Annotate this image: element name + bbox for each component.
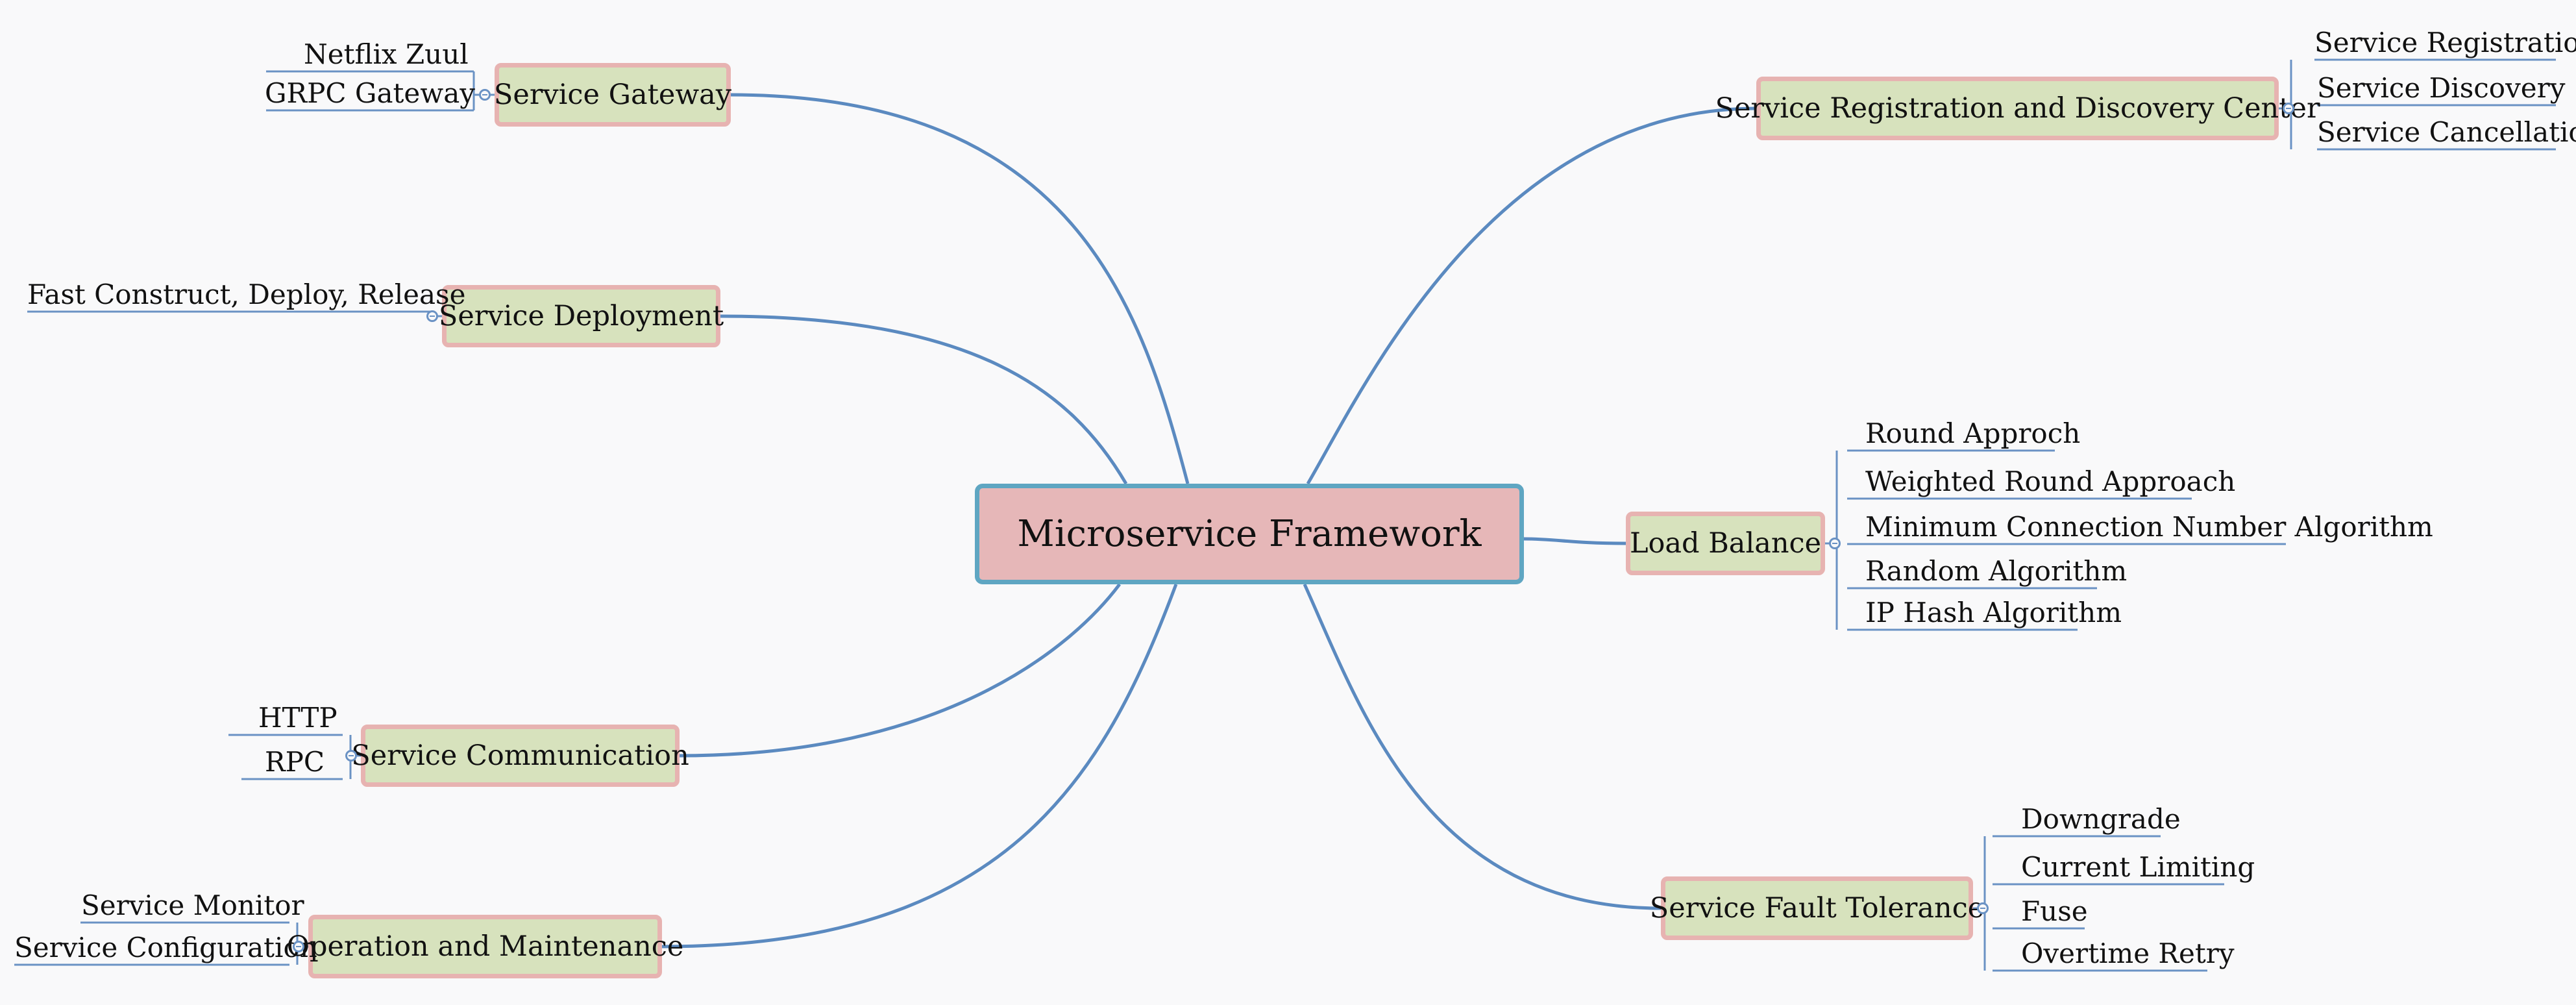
topic-gateway[interactable]: Service Gateway <box>494 63 731 127</box>
subtopic-gateway-0[interactable]: Netflix Zuul <box>304 38 469 70</box>
topic-fault-tolerance[interactable]: Service Fault Tolerance <box>1650 876 1984 940</box>
collapse-toggle-icon[interactable] <box>1829 538 1841 549</box>
collapse-toggle-icon[interactable] <box>426 310 438 322</box>
collapse-toggle-icon[interactable] <box>2283 103 2294 114</box>
connector-fault-tolerance <box>1303 583 1662 910</box>
subtopic-fault-tolerance-2[interactable]: Fuse <box>2021 895 2088 927</box>
collapse-toggle-icon[interactable] <box>345 750 357 762</box>
subtopic-communication-0[interactable]: HTTP <box>258 702 337 734</box>
subtopic-fault-tolerance-1[interactable]: Current Limiting <box>2021 851 2255 883</box>
subtopic-load-balance-1[interactable]: Weighted Round Approach <box>1865 465 2236 497</box>
subtopic-registration-1[interactable]: Service Discovery <box>2317 72 2566 104</box>
connector-registration <box>1306 106 1757 485</box>
connector-deployment <box>720 314 1128 485</box>
central-topic[interactable]: Microservice Framework <box>975 484 1524 584</box>
collapse-toggle-icon[interactable] <box>479 89 491 101</box>
subtopic-registration-2[interactable]: Service Cancellation <box>2317 116 2576 148</box>
topic-operation[interactable]: Operation and Maintenance <box>287 915 683 978</box>
connector-communication <box>679 583 1121 758</box>
collapse-toggle-icon[interactable] <box>1977 902 1989 914</box>
subtopic-operation-0[interactable]: Service Monitor <box>81 889 304 921</box>
topic-registration[interactable]: Service Registration and Discovery Cente… <box>1715 77 2320 140</box>
subtopic-communication-1[interactable]: RPC <box>265 746 325 778</box>
subtopic-fault-tolerance-0[interactable]: Downgrade <box>2021 803 2181 835</box>
connector-load-balance <box>1523 537 1626 545</box>
subtopic-load-balance-0[interactable]: Round Approch <box>1865 417 2081 449</box>
subtopic-load-balance-4[interactable]: IP Hash Algorithm <box>1865 597 2122 628</box>
subtopic-load-balance-3[interactable]: Random Algorithm <box>1865 555 2128 587</box>
connector-operation <box>661 584 1178 949</box>
subtopic-fault-tolerance-3[interactable]: Overtime Retry <box>2021 937 2235 969</box>
connector-gateway <box>730 93 1190 484</box>
subtopic-gateway-1[interactable]: GRPC Gateway <box>265 77 475 109</box>
topic-deployment[interactable]: Service Deployment <box>439 285 724 347</box>
subtopic-load-balance-2[interactable]: Minimum Connection Number Algorithm <box>1865 511 2433 543</box>
collapse-toggle-icon[interactable] <box>293 941 304 952</box>
subtopic-operation-1[interactable]: Service Configuration <box>14 932 317 963</box>
topic-load-balance[interactable]: Load Balance <box>1626 512 1825 575</box>
subtopic-deployment-0[interactable]: Fast Construct, Deploy, Release <box>27 279 466 310</box>
topic-communication[interactable]: Service Communication <box>351 725 689 787</box>
subtopic-registration-0[interactable]: Service Registration <box>2314 27 2576 58</box>
